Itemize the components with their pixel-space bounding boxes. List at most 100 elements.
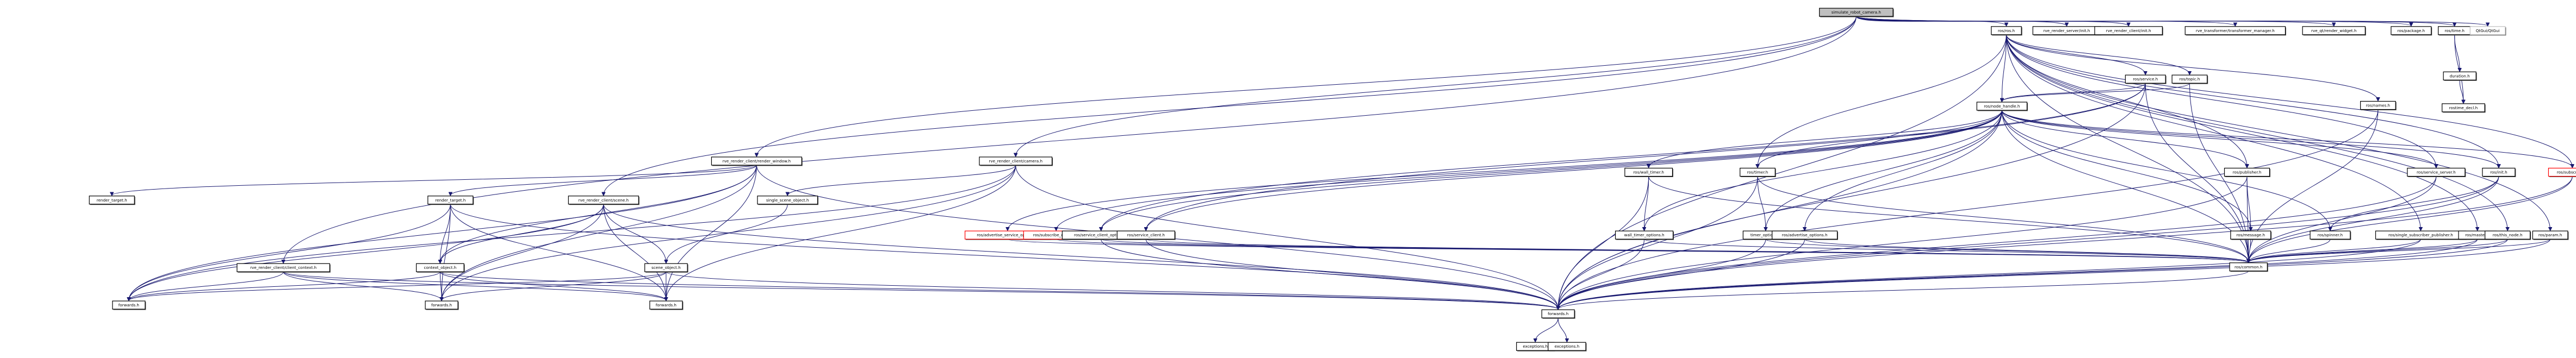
- node-box[interactable]: [427, 196, 474, 205]
- graph-node-qtgui[interactable]: QtGui/QtGui: [2469, 26, 2506, 36]
- graph-node-ros-thisnode[interactable]: ros/this_node.h: [2485, 230, 2531, 240]
- node-box[interactable]: [1819, 8, 1894, 17]
- graph-node-ros-ao[interactable]: ros/advertise_options.h: [1772, 230, 1839, 240]
- node-label: exceptions.h: [1523, 344, 1548, 349]
- graph-node-ros-spin[interactable]: ros/spinner.h: [2310, 230, 2351, 240]
- node-box[interactable]: [979, 156, 1053, 166]
- graph-node-ros-topic[interactable]: ros/topic.h: [2171, 74, 2208, 84]
- node-box[interactable]: [2443, 71, 2476, 80]
- graph-node-ros-wt[interactable]: ros/wall_timer.h: [1624, 167, 1673, 177]
- node-box[interactable]: [1991, 26, 2022, 35]
- graph-node-scene-obj[interactable]: scene_object.h: [644, 263, 688, 273]
- graph-node-ros-service[interactable]: ros/service.h: [2125, 74, 2167, 84]
- node-box[interactable]: [2094, 26, 2163, 35]
- graph-node-ros-msg[interactable]: ros/message.h: [2230, 230, 2272, 240]
- graph-node-rs-init[interactable]: rve_render_server/init.h: [2032, 26, 2102, 36]
- edge-ros-ao-to-fw-main: [1558, 239, 1805, 309]
- node-box[interactable]: [2230, 230, 2271, 240]
- graph-node-duration[interactable]: duration.h: [2443, 71, 2477, 81]
- graph-node-ros-time[interactable]: ros/time.h: [2438, 26, 2472, 36]
- graph-node-ros-ss[interactable]: ros/service_server.h: [2407, 167, 2466, 177]
- node-box[interactable]: [1772, 230, 1838, 240]
- node-box[interactable]: [2125, 74, 2166, 84]
- graph-node-root[interactable]: simulate_robot_camera.h: [1819, 8, 1894, 17]
- node-box[interactable]: [2532, 230, 2568, 240]
- graph-node-wto[interactable]: wall_timer_options.h: [1615, 230, 1674, 240]
- graph-node-ros-pub[interactable]: ros/publisher.h: [2224, 167, 2271, 177]
- node-box[interactable]: [649, 300, 683, 310]
- graph-node-rc-scene[interactable]: rve_render_client/scene.h: [568, 196, 640, 205]
- node-box[interactable]: [2407, 167, 2466, 177]
- edge-rc-rw-to-fw1: [129, 165, 757, 300]
- node-label: ros/service_client_options.h: [1074, 233, 1128, 237]
- node-box[interactable]: [1624, 167, 1673, 177]
- node-box[interactable]: [2310, 230, 2351, 240]
- edge-rc-scene-to-fw1: [129, 204, 604, 300]
- graph-node-qt-rw[interactable]: rve_qt/render_widget.h: [2302, 26, 2366, 36]
- node-box[interactable]: [1615, 230, 1674, 240]
- graph-node-ctx-obj[interactable]: context_object.h: [415, 263, 465, 273]
- graph-node-rc-init[interactable]: rve_render_client/init.h: [2094, 26, 2163, 36]
- node-box[interactable]: [1976, 102, 2028, 111]
- graph-node-fw1[interactable]: forwards.h: [112, 300, 146, 310]
- node-box[interactable]: [2302, 26, 2366, 35]
- edge-ros-pub-to-ros-common: [2247, 176, 2249, 262]
- graph-node-fw2[interactable]: forwards.h: [425, 300, 459, 310]
- node-box[interactable]: [711, 156, 802, 166]
- node-box[interactable]: [1541, 309, 1575, 318]
- graph-node-rt1[interactable]: render_target.h: [89, 196, 135, 205]
- edge-sso-to-scene-obj: [666, 204, 788, 263]
- node-box[interactable]: [568, 196, 639, 205]
- node-box[interactable]: [2229, 262, 2268, 272]
- edge-rc-rw-to-fw2: [442, 165, 757, 300]
- graph-node-fw3[interactable]: forwards.h: [649, 300, 684, 310]
- node-box[interactable]: [2360, 101, 2396, 110]
- graph-node-ros-sub[interactable]: ros/subscriber.h: [2548, 167, 2576, 177]
- node-box[interactable]: [112, 300, 146, 310]
- graph-node-ros-sc[interactable]: ros/service_client.h: [1116, 230, 1176, 240]
- edge-ros-ros-to-ros-param: [2006, 34, 2550, 230]
- node-box[interactable]: [757, 196, 818, 205]
- graph-node-ros-ros[interactable]: ros/ros.h: [1991, 26, 2022, 36]
- graph-node-ros-param[interactable]: ros/param.h: [2532, 230, 2569, 240]
- node-box[interactable]: [1116, 230, 1175, 240]
- graph-node-rt2[interactable]: render_target.h: [427, 196, 474, 205]
- graph-node-rc-rw[interactable]: rve_render_client/render_window.h: [711, 156, 803, 166]
- graph-node-sso[interactable]: single_scene_object.h: [757, 196, 818, 205]
- edge-ros-topic-to-ros-nh: [2002, 83, 2190, 102]
- graph-node-ros-pkg[interactable]: ros/package.h: [2391, 26, 2432, 36]
- node-box[interactable]: [2171, 74, 2208, 84]
- graph-node-ros-common[interactable]: ros/common.h: [2229, 262, 2268, 272]
- node-box[interactable]: [2469, 26, 2506, 35]
- node-box[interactable]: [1740, 167, 1776, 177]
- graph-node-exc2[interactable]: exceptions.h: [1548, 342, 1587, 351]
- node-label: exceptions.h: [1555, 344, 1580, 349]
- node-box[interactable]: [425, 300, 458, 310]
- graph-node-ros-ssp[interactable]: ros/single_subscriber_publisher.h: [2375, 230, 2467, 240]
- node-box[interactable]: [2224, 167, 2270, 177]
- node-box[interactable]: [2485, 230, 2531, 240]
- graph-node-exc1[interactable]: exceptions.h: [1516, 342, 1555, 351]
- node-box[interactable]: [2442, 103, 2485, 112]
- node-box[interactable]: [237, 263, 330, 272]
- node-box[interactable]: [644, 263, 688, 272]
- node-box[interactable]: [1548, 342, 1586, 351]
- node-box[interactable]: [2548, 167, 2576, 177]
- node-label: ros/names.h: [2366, 103, 2390, 108]
- node-box[interactable]: [2391, 26, 2432, 35]
- graph-node-tf-mgr[interactable]: rve_transformer/transformer_manager.h: [2184, 26, 2286, 36]
- graph-node-rc-cc[interactable]: rve_render_client/client_context.h: [237, 263, 331, 273]
- graph-node-rc-cam[interactable]: rve_render_client/camera.h: [979, 156, 1053, 166]
- node-box[interactable]: [2184, 26, 2286, 35]
- node-box[interactable]: [415, 263, 464, 272]
- graph-node-ros-init[interactable]: ros/init.h: [2482, 167, 2516, 177]
- graph-node-ros-nh[interactable]: ros/node_handle.h: [1976, 102, 2028, 111]
- edge-ros-timer-to-fw-main: [1558, 176, 1758, 309]
- graph-node-ros-timer[interactable]: ros/timer.h: [1740, 167, 1776, 177]
- graph-node-fw-main[interactable]: forwards.h: [1541, 309, 1575, 319]
- node-box[interactable]: [89, 196, 135, 205]
- edge-ros-ros-to-ros-nh: [2002, 34, 2007, 102]
- node-box[interactable]: [2482, 167, 2516, 177]
- graph-node-rostime-decl[interactable]: rostime_decl.h: [2442, 103, 2486, 113]
- graph-node-ros-names[interactable]: ros/names.h: [2360, 101, 2397, 110]
